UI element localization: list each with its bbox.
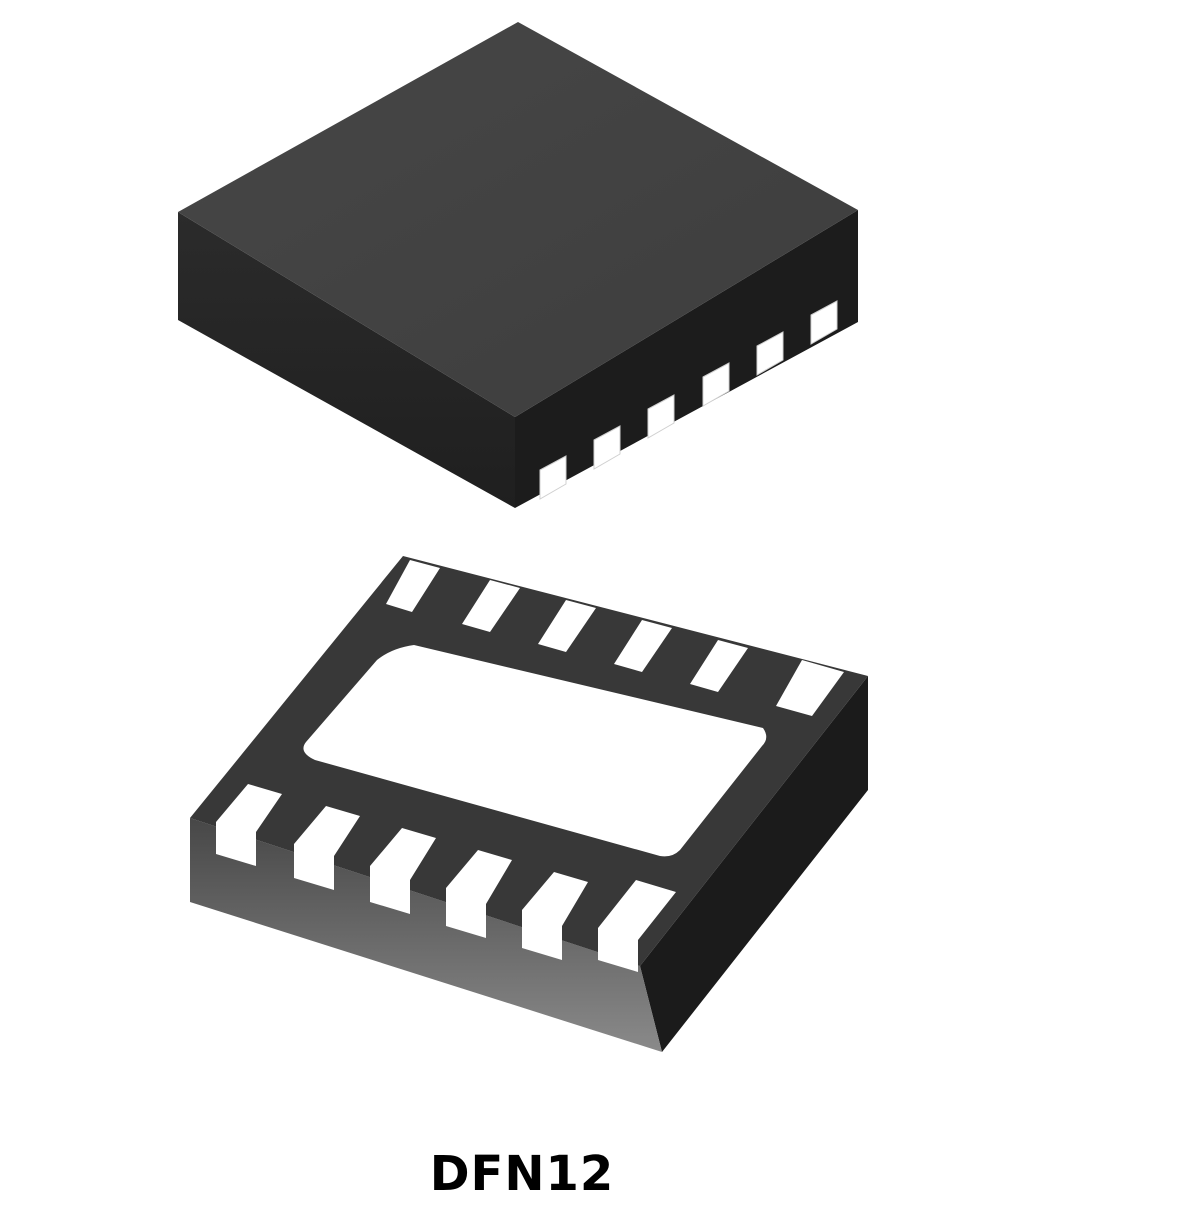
package-caption: DFN12 [429,1146,615,1202]
pad [598,880,676,972]
chip-top-view [178,22,858,508]
chip-top-pads [539,300,838,500]
chip-bottom-view [190,556,868,1052]
pad [462,580,520,632]
chip-bottom-right-face [640,676,868,1052]
pad [446,850,512,938]
pad [810,300,838,345]
pad [538,600,596,652]
chip-top-face [178,22,858,417]
pad [386,560,440,612]
pad [593,425,621,470]
pad [776,660,844,716]
pad [370,828,436,914]
thermal-pad [303,645,767,857]
pad [294,806,360,890]
pad [702,362,730,407]
chip-top-right-face [515,210,858,508]
pad [690,640,748,692]
pad [539,455,567,500]
pad [216,784,282,866]
pad [756,331,784,376]
pad [522,872,588,960]
pad [647,394,675,439]
pad [614,620,672,672]
chip-top-left-face [178,212,515,508]
back-row-pads [386,560,844,716]
front-row-pads [216,784,676,972]
